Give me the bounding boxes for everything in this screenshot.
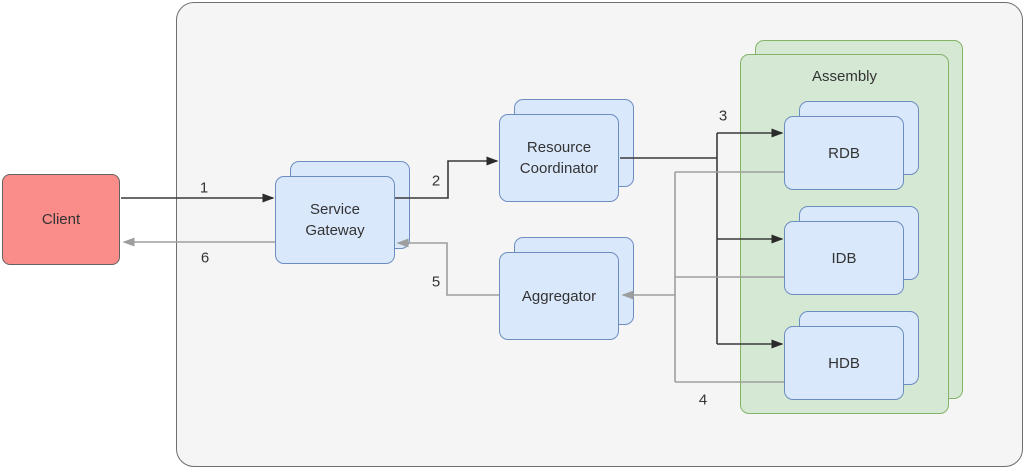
- rdb-label: RDB: [828, 144, 860, 162]
- flow-label-4: 4: [698, 391, 708, 409]
- resource-coordinator-label-line1: Resource: [526, 139, 592, 156]
- flow-label-2: 2: [431, 172, 441, 190]
- flow-label-6: 6: [200, 249, 210, 267]
- resource-coordinator-label-line2: Coordinator: [519, 160, 599, 177]
- idb-card: IDB: [784, 221, 904, 295]
- aggregator-label: Aggregator: [521, 287, 597, 305]
- rdb-node: RDB: [784, 101, 919, 190]
- aggregator-card: Aggregator: [499, 252, 619, 340]
- hdb-card: HDB: [784, 326, 904, 400]
- hdb-node: HDB: [784, 311, 919, 400]
- service-gateway-card: Service Gateway: [275, 176, 395, 264]
- resource-coordinator-label: Resource Coordinator: [520, 137, 598, 179]
- idb-label: IDB: [831, 249, 857, 267]
- flow-label-1: 1: [199, 179, 209, 197]
- rdb-card: RDB: [784, 116, 904, 190]
- service-gateway-node: Service Gateway: [275, 161, 410, 264]
- resource-coordinator-card: Resource Coordinator: [499, 114, 619, 202]
- flow-label-5: 5: [431, 273, 441, 291]
- service-gateway-label-line2: Gateway: [305, 222, 365, 239]
- service-gateway-label-line1: Service: [309, 201, 360, 218]
- idb-node: IDB: [784, 206, 919, 295]
- hdb-label: HDB: [828, 354, 860, 372]
- client-node: Client: [2, 174, 120, 265]
- flow-label-3: 3: [718, 107, 728, 125]
- service-gateway-label: Service Gateway: [305, 199, 364, 241]
- aggregator-node: Aggregator: [499, 237, 634, 340]
- resource-coordinator-node: Resource Coordinator: [499, 99, 634, 202]
- client-label: Client: [41, 211, 81, 228]
- assembly-group-label: Assembly: [811, 68, 878, 85]
